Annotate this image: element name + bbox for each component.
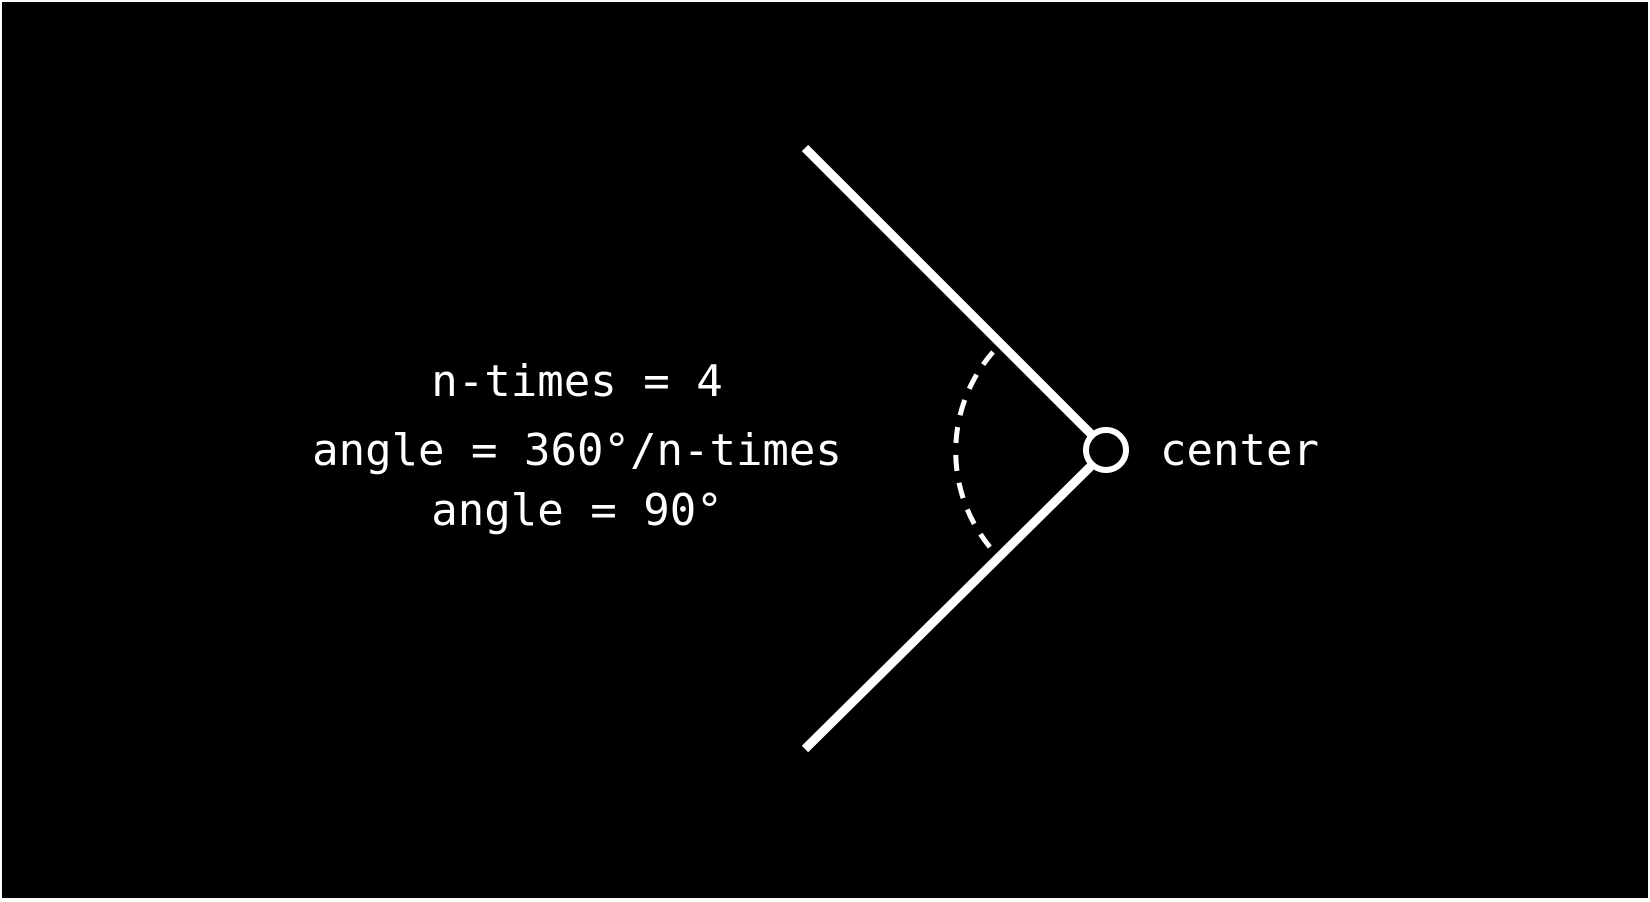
center-label: center (1160, 425, 1319, 476)
angle-arc (953, 350, 997, 555)
formula-line-angle-formula: angle = 360°/n-times (312, 425, 842, 476)
formula-line-n-times: n-times = 4 (431, 356, 722, 407)
formula-line-angle-value: angle = 90° (431, 485, 722, 536)
upper-ray (801, 144, 1096, 439)
lower-ray (801, 461, 1096, 753)
center-point (1083, 427, 1129, 473)
